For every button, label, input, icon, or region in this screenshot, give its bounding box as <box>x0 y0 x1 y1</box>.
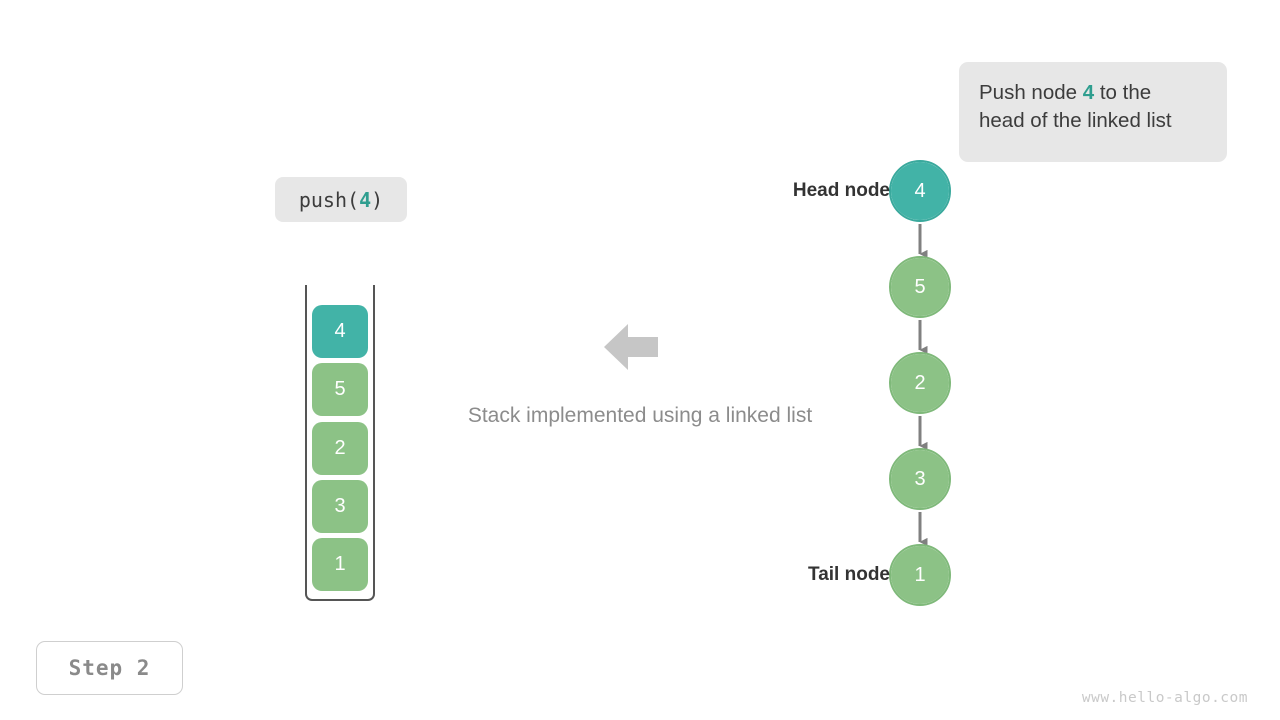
node-ring <box>889 544 951 606</box>
operation-argument: 4 <box>359 187 372 212</box>
stack-cell: 3 <box>312 480 368 533</box>
operation-name: push <box>298 187 348 212</box>
stack-cell: 5 <box>312 363 368 416</box>
node-ring <box>889 448 951 510</box>
stack-cell: 2 <box>312 422 368 475</box>
linked-list-node: 4 <box>891 162 949 220</box>
tooltip-text-prefix: Push node <box>979 81 1083 104</box>
linked-list-node: 5 <box>891 258 949 316</box>
head-node-label: Head node <box>792 180 890 201</box>
tooltip-node-value: 4 <box>1082 81 1095 104</box>
linked-list-connectors <box>918 224 928 547</box>
tail-node-label: Tail node <box>808 564 890 585</box>
node-ring <box>889 352 951 414</box>
stack-cell: 1 <box>312 538 368 591</box>
diagram-caption: Stack implemented using a linked list <box>467 404 813 427</box>
linked-list-node: 2 <box>891 354 949 412</box>
tooltip-text-suffix: to the <box>1094 81 1152 104</box>
push-description-tooltip: Push node 4 to the head of the linked li… <box>959 62 1227 162</box>
left-arrow-icon <box>602 318 660 376</box>
watermark: www.hello-algo.com <box>1081 690 1248 706</box>
node-ring <box>889 160 951 222</box>
linked-list-node: 1 <box>891 546 949 604</box>
operation-close-paren: ) <box>371 187 384 212</box>
node-ring <box>889 256 951 318</box>
tooltip-line-1: Push node 4 to the <box>979 79 1207 107</box>
tooltip-line-2: head of the linked list <box>979 109 1172 132</box>
step-badge: Step 2 <box>36 641 183 695</box>
operation-open-paren: ( <box>347 187 360 212</box>
push-operation-label: push(4) <box>275 177 407 222</box>
stack-cell: 4 <box>312 305 368 358</box>
linked-list-node: 3 <box>891 450 949 508</box>
